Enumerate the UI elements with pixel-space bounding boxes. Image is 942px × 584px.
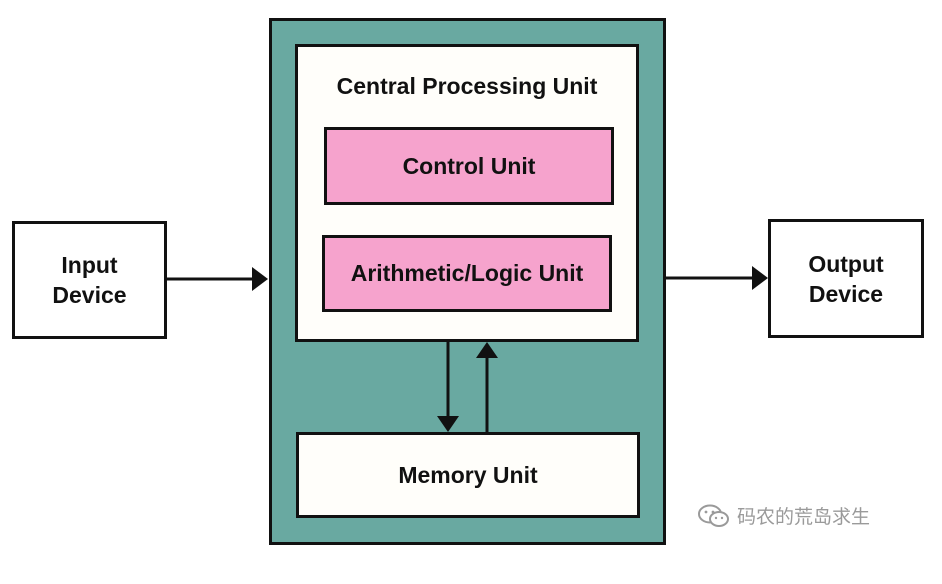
cpu-to-memory-arrow	[437, 342, 459, 432]
control-unit-box: Control Unit	[324, 127, 614, 205]
cpu-to-output-arrow	[666, 266, 768, 290]
cpu-title: Central Processing Unit	[336, 73, 598, 99]
input-device-box: Input Device	[12, 221, 167, 339]
input-device-label-line1: Input	[61, 252, 118, 278]
memory-unit-label: Memory Unit	[398, 461, 538, 488]
watermark-text: 码农的荒岛求生	[737, 506, 871, 528]
alu-label: Arithmetic/Logic Unit	[350, 260, 584, 286]
alu-box: Arithmetic/Logic Unit	[322, 235, 612, 312]
input-device-label-line2: Device	[52, 282, 127, 308]
output-device-label-line2: Device	[808, 280, 884, 307]
watermark: 码农的荒岛求生	[697, 502, 870, 529]
wechat-icon	[697, 503, 731, 529]
control-unit-label: Control Unit	[402, 152, 536, 179]
output-device-box: Output Device	[768, 219, 924, 338]
memory-to-cpu-arrow	[476, 342, 498, 432]
memory-unit-box: Memory Unit	[296, 432, 640, 518]
input-to-cpu-arrow	[167, 267, 268, 291]
output-device-label-line1: Output	[808, 250, 884, 277]
